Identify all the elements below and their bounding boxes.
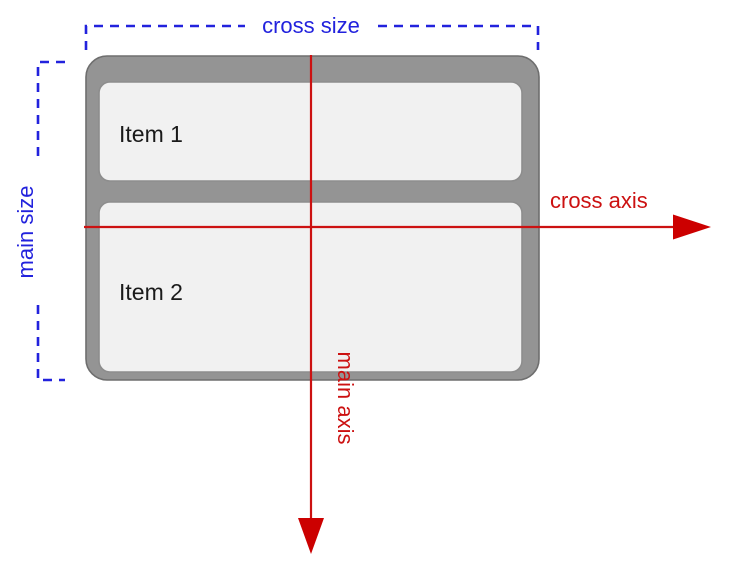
main-size-bracket-bottom bbox=[36, 305, 65, 382]
measure-cross-size: cross size bbox=[84, 13, 540, 50]
axis-cross: cross axis bbox=[84, 188, 711, 240]
main-axis-arrowhead bbox=[298, 518, 324, 554]
flex-item-2-label: Item 2 bbox=[119, 279, 183, 305]
cross-size-bracket-right bbox=[378, 24, 540, 50]
cross-size-bracket-left bbox=[84, 24, 245, 50]
main-size-bracket-top bbox=[36, 60, 65, 160]
cross-size-label: cross size bbox=[262, 13, 360, 38]
measure-main-size: main size bbox=[13, 60, 65, 382]
cross-axis-arrowhead bbox=[673, 214, 711, 240]
axis-main: main axis bbox=[298, 55, 358, 554]
main-axis-label: main axis bbox=[333, 352, 358, 445]
flex-item-1-label: Item 1 bbox=[119, 121, 183, 147]
main-size-label: main size bbox=[13, 186, 38, 279]
cross-axis-label: cross axis bbox=[550, 188, 648, 213]
